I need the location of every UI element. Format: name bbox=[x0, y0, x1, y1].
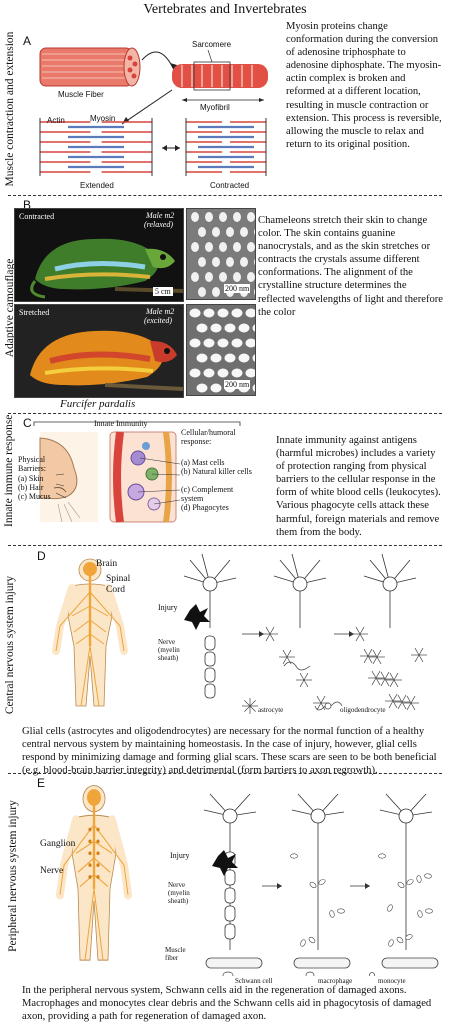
page-title: Vertebrates and Invertebrates bbox=[143, 2, 307, 17]
label-male-excited-2: (excited) bbox=[144, 316, 172, 325]
section-c-side-label: Innate immune response bbox=[3, 414, 15, 527]
label-species: Furcifer pardalis bbox=[60, 398, 136, 410]
label-oligodendrocyte: oligodendrocyte bbox=[340, 706, 386, 714]
label-contracted: Contracted bbox=[210, 181, 250, 190]
cellular-mast: (a) Mast cells bbox=[181, 458, 225, 467]
section-a-side-label: Muscle contraction and extension bbox=[4, 31, 16, 187]
label-innate-immunity: Innate Immunity bbox=[94, 419, 148, 428]
label-scale-nm-2: 200 nm bbox=[224, 380, 251, 389]
label-scale-nm-1: 200 nm bbox=[224, 284, 251, 293]
nose-profile bbox=[39, 432, 98, 523]
section-b-letter: B bbox=[23, 198, 32, 212]
myofibril bbox=[172, 49, 268, 102]
divider-1 bbox=[8, 195, 442, 196]
divider-4 bbox=[8, 773, 442, 774]
label-extended: Extended bbox=[80, 181, 114, 190]
label-stretched-photo: Stretched bbox=[19, 308, 50, 317]
section-b-text: Chameleons stretch their skin to change … bbox=[258, 215, 444, 318]
section-a-letter: A bbox=[23, 34, 32, 48]
cns-body-figure bbox=[52, 558, 128, 707]
extended-sarcomere bbox=[39, 118, 153, 176]
label-brain: Brain bbox=[96, 559, 118, 569]
label-pns-muscle-fiber: Muscle fiber bbox=[165, 946, 186, 962]
label-pns-injury: Injury bbox=[170, 851, 190, 860]
label-male-relaxed-2: (relaxed) bbox=[144, 220, 174, 229]
label-monocyte: monocyte bbox=[378, 977, 406, 985]
label-schwann: Schwann cell bbox=[235, 977, 273, 985]
label-pns-nerve: Nerve (myelin sheath) bbox=[168, 881, 190, 905]
section-d-letter: D bbox=[37, 549, 46, 563]
section-e-text: In the peripheral nervous system, Schwan… bbox=[22, 985, 432, 1023]
divider-3 bbox=[8, 545, 442, 546]
section-a-text: Myosin proteins change conformation duri… bbox=[286, 21, 442, 150]
label-myofibril: Myofibril bbox=[200, 103, 230, 112]
cns-neuron-diagram bbox=[183, 553, 427, 714]
label-sarcomere: Sarcomere bbox=[192, 40, 232, 49]
label-muscle-fiber: Muscle Fiber bbox=[58, 90, 104, 99]
cellular-nk: (b) Natural killer cells bbox=[181, 467, 252, 476]
divider-2 bbox=[8, 413, 442, 414]
section-e-letter: E bbox=[37, 776, 46, 790]
label-male-relaxed-1: Male m2 bbox=[146, 211, 175, 220]
cellular-phagocytes: (d) Phagocytes bbox=[181, 503, 229, 512]
section-c-text: Innate immunity against antigens (harmfu… bbox=[276, 435, 441, 538]
section-e-side-label: Peripheral nervous system injury bbox=[7, 800, 19, 952]
section-d-text: Glial cells (astrocytes and oligodendroc… bbox=[22, 726, 437, 777]
label-male-excited-1: Male m2 bbox=[146, 307, 175, 316]
label-astrocyte: astrocyte bbox=[258, 706, 284, 714]
muscle-fiber-bundle bbox=[39, 47, 141, 87]
label-actin: Actin bbox=[47, 116, 65, 125]
label-ganglion: Ganglion bbox=[40, 839, 76, 849]
section-d-side-label: Central nervous system injury bbox=[4, 575, 16, 715]
label-myosin: Myosin bbox=[90, 114, 116, 123]
barrier-hair: (b) Hair bbox=[18, 483, 44, 492]
label-cellular-title: Cellular/humoral response: bbox=[181, 428, 236, 446]
label-contracted-photo: Contracted bbox=[19, 212, 55, 221]
section-c-letter: C bbox=[23, 416, 32, 430]
chameleon-stretched-photo bbox=[14, 304, 184, 398]
pns-neuron-diagram bbox=[203, 793, 439, 976]
label-barriers-title: Physical Barriers: bbox=[18, 455, 46, 473]
chameleon-contracted-photo bbox=[14, 208, 184, 302]
label-cns-nerve: Nerve (myelin sheath) bbox=[158, 638, 180, 662]
label-scale-cm: 5 cm bbox=[153, 287, 173, 296]
label-spinal-cord: Spinal Cord bbox=[106, 574, 131, 595]
cellular-complement: (c) Complement system bbox=[181, 485, 234, 503]
contracted-sarcomere bbox=[185, 118, 267, 176]
barrier-skin: (a) Skin bbox=[18, 474, 44, 483]
label-cns-injury: Injury bbox=[158, 603, 178, 612]
barrier-mucus: (c) Mucus bbox=[18, 492, 51, 501]
label-pns-nerve: Nerve bbox=[40, 866, 64, 876]
pns-body-figure bbox=[56, 785, 132, 961]
label-macrophage: macrophage bbox=[318, 977, 353, 985]
immune-diagram bbox=[33, 421, 241, 523]
tissue-cells bbox=[109, 431, 177, 523]
muscle-diagram bbox=[39, 47, 268, 176]
